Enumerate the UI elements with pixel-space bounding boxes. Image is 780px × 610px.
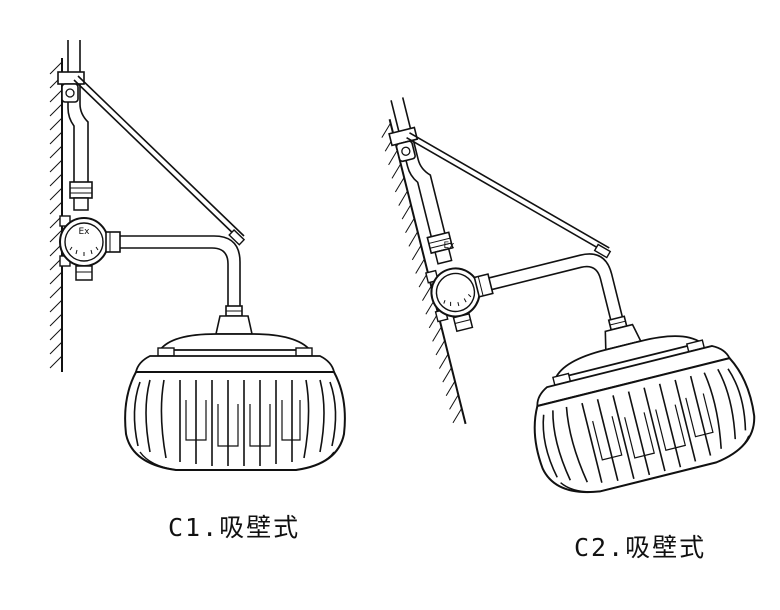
figure-c2-lamp: Ex (372, 32, 765, 523)
figure-c2-caption: C2.吸壁式 (574, 533, 707, 562)
figure-c1-caption: C1.吸壁式 (168, 513, 301, 542)
junction-box-label: Ex (78, 227, 90, 237)
figure-c1-lamp: Ex (49, 39, 346, 471)
junction-box-label: Ex (443, 241, 455, 251)
